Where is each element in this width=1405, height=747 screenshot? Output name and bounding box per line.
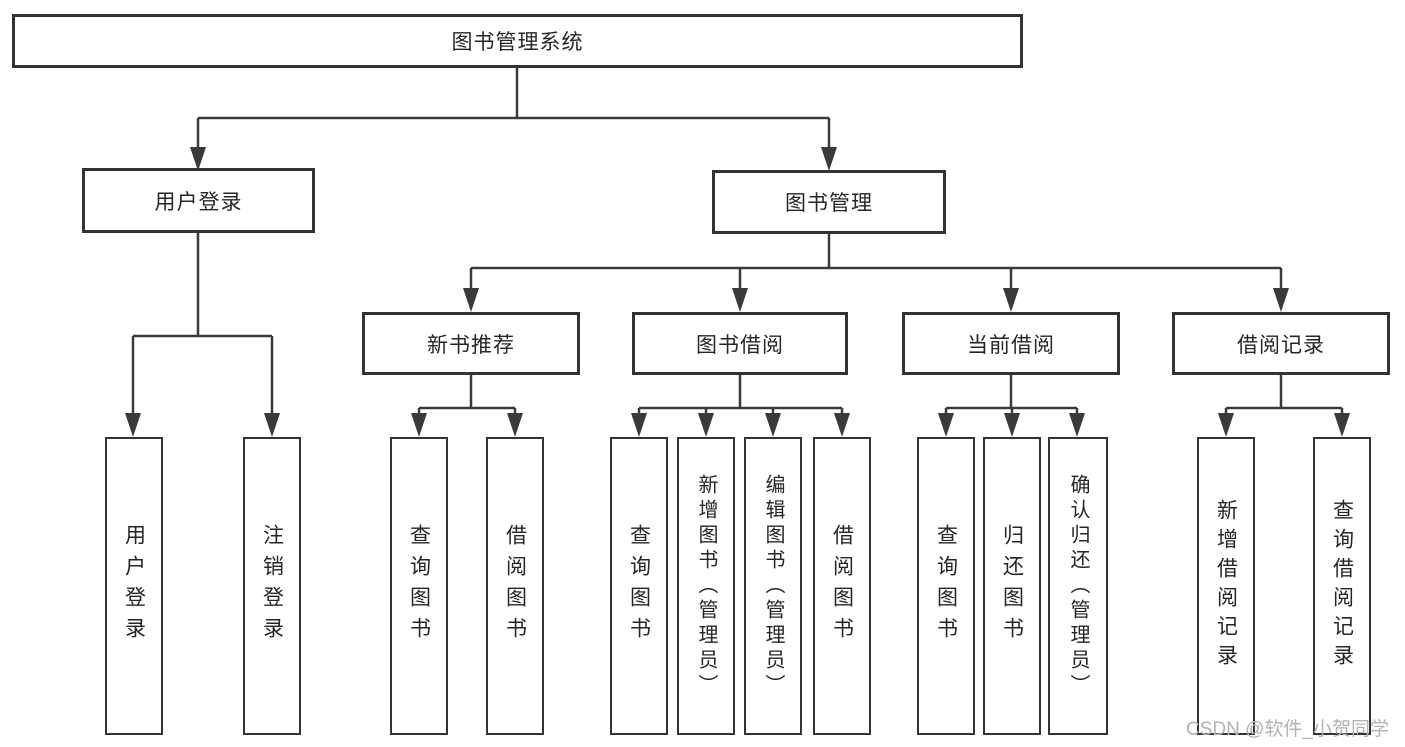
leaf-cb-return-books-label: 归还图书: [1000, 524, 1024, 648]
leaf-bb-borrow-books-label: 借阅图书: [830, 524, 854, 648]
leaf-cb-confirm-return-admin-label: 确认归还（管理员）: [1067, 473, 1089, 699]
leaf-br-add-record: 新增借阅记录: [1197, 437, 1255, 735]
leaf-bb-borrow-books: 借阅图书: [813, 437, 871, 735]
node-book-borrow-label: 图书借阅: [696, 333, 784, 357]
node-root-label: 图书管理系统: [451, 31, 584, 54]
leaf-nbr-query-books: 查询图书: [390, 437, 448, 735]
leaf-bb-edit-books-admin: 编辑图书（管理员）: [744, 437, 802, 735]
leaf-user-login-label: 用户登录: [122, 524, 146, 648]
leaf-nbr-query-books-label: 查询图书: [407, 524, 431, 648]
leaf-logout-login-label: 注销登录: [260, 524, 284, 648]
node-current-borrow-label: 当前借阅: [967, 333, 1055, 357]
node-borrow-records-label: 借阅记录: [1237, 333, 1325, 357]
leaf-bb-query-books: 查询图书: [610, 437, 668, 735]
leaf-logout-login: 注销登录: [243, 437, 301, 735]
leaf-bb-add-books-admin-label: 新增图书（管理员）: [695, 473, 717, 699]
node-user-login-label: 用户登录: [154, 190, 243, 214]
leaf-bb-add-books-admin: 新增图书（管理员）: [677, 437, 735, 735]
node-book-management: 图书管理: [712, 170, 946, 234]
leaf-br-add-record-label: 新增借阅记录: [1214, 499, 1238, 673]
node-user-login: 用户登录: [82, 168, 315, 233]
leaf-cb-return-books: 归还图书: [983, 437, 1041, 735]
leaf-cb-confirm-return-admin: 确认归还（管理员）: [1048, 437, 1108, 735]
node-root: 图书管理系统: [12, 14, 1023, 68]
leaf-cb-query-books-label: 查询图书: [934, 524, 958, 648]
leaf-nbr-borrow-books: 借阅图书: [486, 437, 544, 735]
leaf-br-query-record-label: 查询借阅记录: [1330, 499, 1354, 673]
node-new-book-recommend: 新书推荐: [362, 312, 580, 375]
node-current-borrow: 当前借阅: [902, 312, 1120, 375]
leaf-user-login: 用户登录: [105, 437, 163, 735]
node-book-management-label: 图书管理: [785, 192, 873, 215]
leaf-br-query-record: 查询借阅记录: [1313, 437, 1371, 735]
leaf-bb-edit-books-admin-label: 编辑图书（管理员）: [762, 473, 784, 699]
leaf-nbr-borrow-books-label: 借阅图书: [503, 524, 527, 648]
node-borrow-records: 借阅记录: [1172, 312, 1390, 375]
leaf-bb-query-books-label: 查询图书: [627, 524, 651, 648]
csdn-watermark: CSDN @软件_小贺同学: [1186, 719, 1389, 740]
arrowheads: [125, 147, 1350, 437]
node-book-borrow: 图书借阅: [632, 312, 848, 375]
node-new-book-recommend-label: 新书推荐: [427, 333, 515, 357]
leaf-cb-query-books: 查询图书: [917, 437, 975, 735]
